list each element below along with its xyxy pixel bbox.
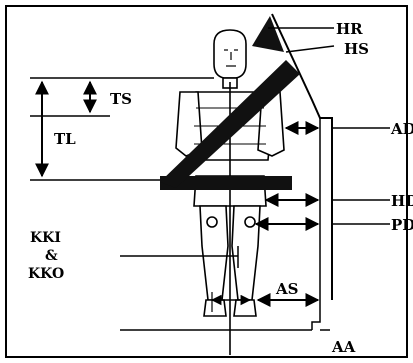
left-knee bbox=[206, 216, 218, 228]
right-knee bbox=[244, 216, 256, 228]
head bbox=[213, 29, 247, 79]
headrest-triangle bbox=[252, 16, 284, 52]
lap-belt-bar bbox=[160, 176, 292, 190]
label-hr: HR bbox=[336, 20, 363, 38]
label-aa: AA bbox=[331, 338, 356, 356]
label-ad: AD bbox=[390, 120, 413, 138]
label-pd: PD bbox=[391, 216, 413, 234]
label-hs: HS bbox=[344, 40, 369, 58]
face-details bbox=[224, 49, 238, 67]
left-foot bbox=[203, 299, 227, 317]
label-kki: KKI bbox=[30, 230, 61, 246]
label-hd: HD bbox=[391, 192, 413, 210]
label-kko: KKO bbox=[28, 266, 64, 282]
label-amp: & bbox=[45, 248, 58, 264]
seat-base-step bbox=[311, 300, 321, 330]
label-ts: TS bbox=[110, 90, 132, 108]
label-tl: TL bbox=[54, 130, 76, 148]
seat-back-outline bbox=[271, 13, 333, 300]
hs-leader bbox=[285, 45, 335, 53]
label-as: AS bbox=[275, 280, 298, 298]
diagram-frame bbox=[5, 5, 408, 358]
right-foot bbox=[233, 299, 257, 317]
shoulder-belt bbox=[160, 60, 300, 188]
